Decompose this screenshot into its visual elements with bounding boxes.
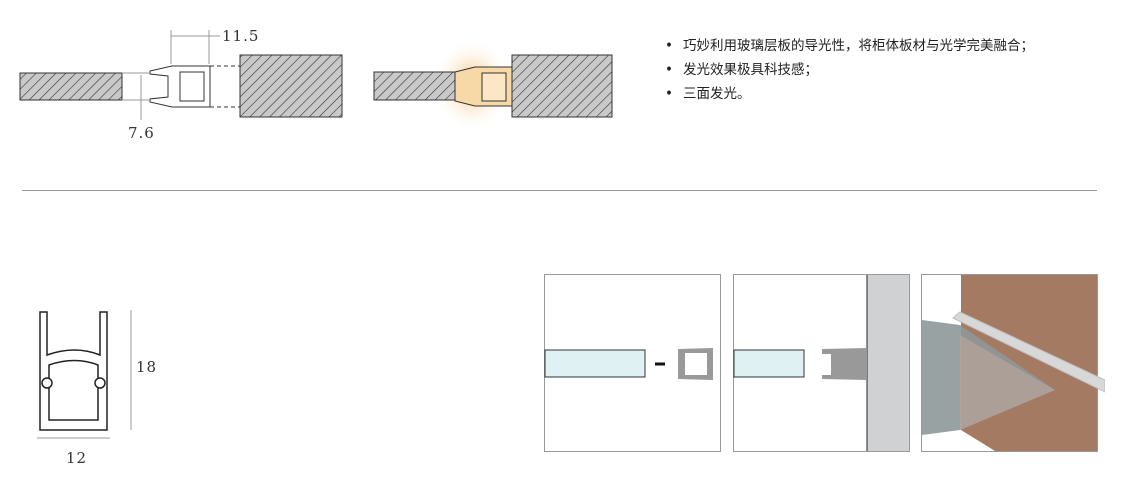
- feature-item: 发光效果极具科技感；: [665, 58, 1034, 82]
- profile-width: 12: [66, 449, 88, 467]
- step-3-photo: [921, 274, 1105, 452]
- install-steps: [544, 274, 1105, 452]
- cross-section-diagrams: [19, 30, 613, 132]
- step-2-panel: [733, 274, 910, 452]
- divider: [22, 190, 1097, 191]
- feature-item: 三面发光。: [665, 82, 1034, 106]
- profile-height: 18: [136, 358, 158, 376]
- step-1-panel: [544, 274, 721, 452]
- width-dimension: 11.5: [222, 27, 260, 45]
- height-dimension: 7.6: [128, 124, 155, 142]
- feature-item: 巧妙利用玻璃层板的导光性，将柜体板材与光学完美融合；: [665, 34, 1034, 58]
- profile-drawing: [37, 310, 132, 439]
- panel-section-lit: [373, 38, 613, 132]
- panel-section-unmounted: [19, 30, 343, 120]
- feature-list: 巧妙利用玻璃层板的导光性，将柜体板材与光学完美融合； 发光效果极具科技感； 三面…: [665, 34, 1034, 106]
